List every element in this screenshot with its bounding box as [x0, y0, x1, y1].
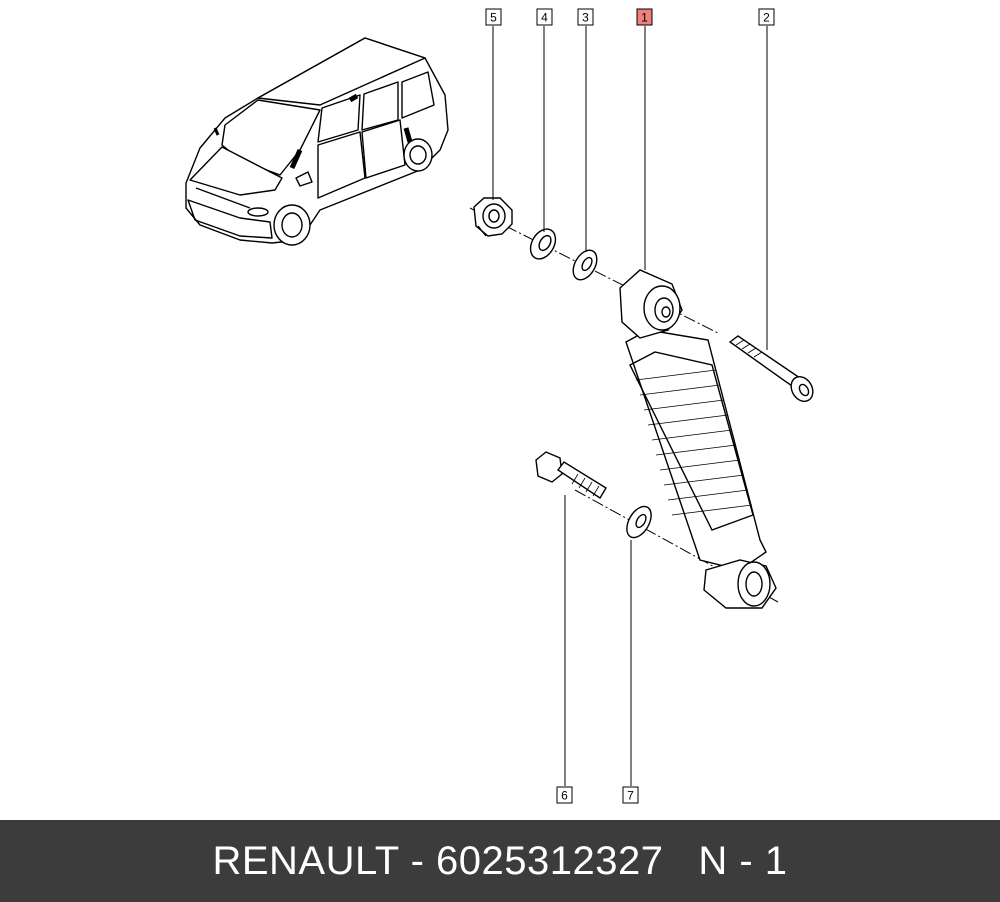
footer-bar: RENAULT - 6025312327 N - 1 [0, 820, 1000, 902]
callout-7: 7 [622, 786, 639, 804]
callout-6-label: 6 [561, 789, 568, 803]
callout-5-label: 5 [490, 11, 497, 25]
callout-3-label: 3 [582, 11, 589, 25]
callout-4-label: 4 [541, 11, 548, 25]
part-7-washer [626, 505, 652, 539]
callout-7-label: 7 [627, 789, 634, 803]
parts-diagram: 5 4 3 1 2 6 7 [185, 8, 814, 804]
part-1-shock-absorber [619, 269, 777, 609]
van-illustration [185, 37, 449, 246]
callout-4: 4 [536, 8, 553, 26]
part-3-washer [572, 249, 598, 281]
callout-6: 6 [556, 786, 573, 804]
callout-1-label: 1 [641, 11, 648, 25]
callout-2-label: 2 [763, 11, 770, 25]
part-4-washer [529, 228, 557, 260]
part-6-bolt [535, 451, 607, 499]
part-5-nut [473, 197, 513, 237]
callout-5: 5 [485, 8, 502, 26]
leader-lines [492, 26, 768, 786]
footer-part-number: RENAULT - 6025312327 N - 1 [212, 838, 788, 883]
part-2-bolt [728, 335, 814, 403]
callout-1: 1 [636, 8, 653, 26]
axis-lines [469, 207, 779, 603]
callout-3: 3 [577, 8, 594, 26]
callout-2: 2 [758, 8, 775, 26]
